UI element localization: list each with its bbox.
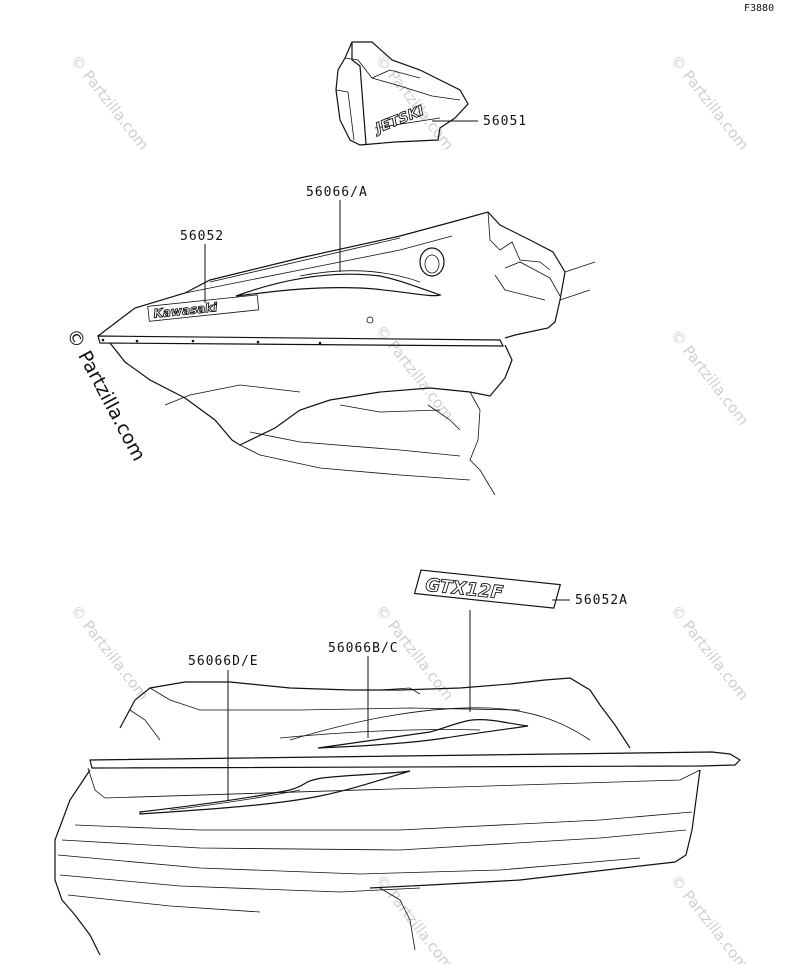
part-label-56051: 56051 [483, 114, 527, 129]
watermark: © Partzilla.com [67, 51, 152, 153]
model-emblem: GTX12F [424, 575, 504, 604]
watermark: © Partzilla.com [67, 601, 152, 703]
part-label-56066d-e: 56066D/E [188, 654, 259, 669]
upper-hull: Kawasaki 56052 56066/A [97, 185, 596, 496]
part-label-56052: 56052 [180, 229, 224, 244]
watermark-layer: © Partzilla.com © Partzilla.com © Partzi… [67, 51, 752, 964]
watermark: © Partzilla.com [667, 326, 752, 428]
figure-code: F3880 [744, 3, 774, 14]
jetski-logo: JETSKI [371, 103, 427, 138]
watermark: © Partzilla.com [667, 51, 752, 153]
part-label-56066b-c: 56066B/C [328, 641, 399, 656]
watermark: © Partzilla.com [667, 601, 752, 703]
watermark-dark: © Partzilla.com [62, 325, 150, 465]
watermark: © Partzilla.com [372, 51, 457, 153]
watermark: © Partzilla.com [372, 321, 457, 423]
watermark: © Partzilla.com [667, 871, 752, 964]
part-label-56052a: 56052A [575, 593, 628, 608]
part-label-56066-a: 56066/A [306, 185, 368, 200]
